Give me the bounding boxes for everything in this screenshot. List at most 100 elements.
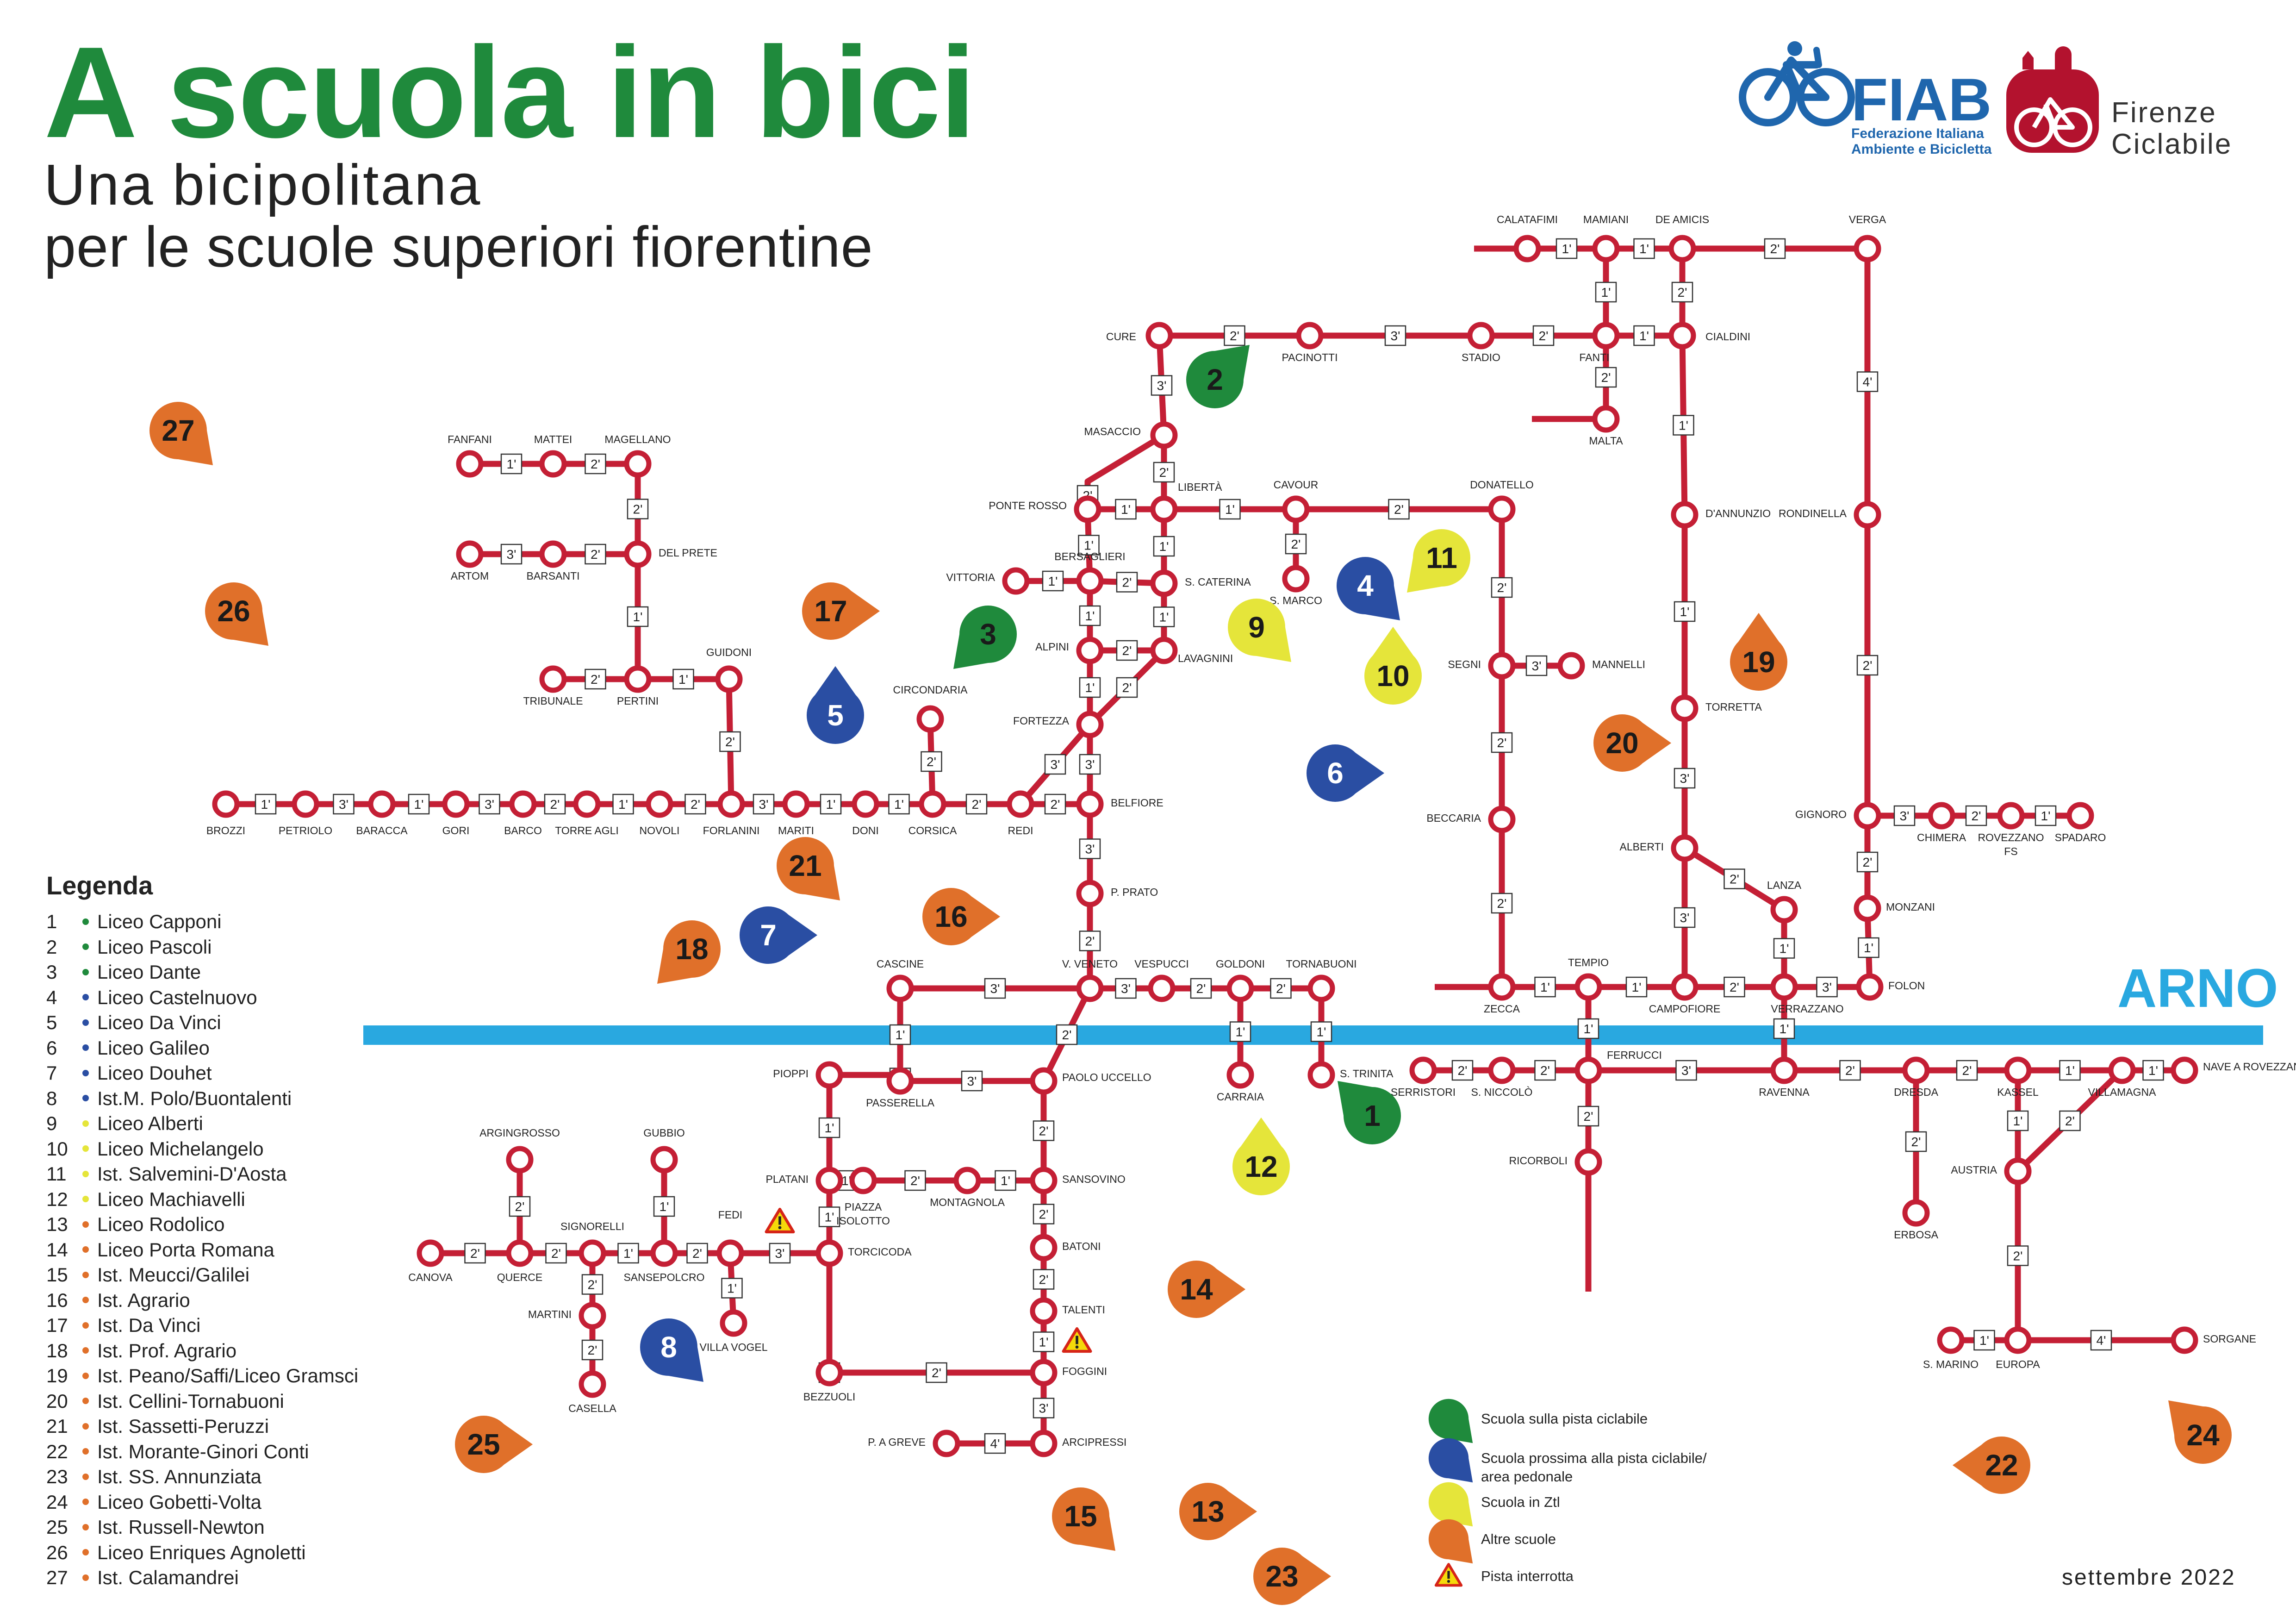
station-vespucci[interactable] [1148, 974, 1176, 1002]
station-dresda[interactable] [1902, 1056, 1930, 1084]
station-mattei[interactable] [539, 450, 567, 478]
station-erbosa[interactable] [1902, 1199, 1930, 1227]
school-pin-18[interactable]: 18 [657, 920, 721, 984]
school-pin-27[interactable]: 27 [149, 402, 213, 465]
station-barco[interactable] [509, 790, 537, 818]
station-malta[interactable] [1592, 405, 1620, 433]
station-ferrucci[interactable] [1574, 1056, 1602, 1084]
station-arcipressi[interactable] [1030, 1430, 1058, 1457]
station-smarco[interactable] [1282, 565, 1310, 593]
station-chimera[interactable] [1928, 802, 1955, 830]
station-mannelli[interactable] [1557, 652, 1585, 680]
station-paolouccello[interactable] [1030, 1067, 1058, 1095]
station-folon[interactable] [1856, 973, 1884, 1001]
school-pin-21[interactable]: 21 [777, 837, 840, 900]
station-pacinotti[interactable] [1296, 322, 1324, 350]
station-masaccio[interactable] [1150, 421, 1178, 449]
station-tornabuoni[interactable] [1307, 974, 1335, 1002]
station-corsica[interactable] [919, 790, 946, 818]
station-spadaro[interactable] [2066, 802, 2094, 830]
station-segni[interactable] [1488, 652, 1516, 680]
station-petriolo[interactable] [292, 790, 319, 818]
station-magellano[interactable] [624, 450, 652, 478]
station-cure[interactable] [1145, 322, 1173, 350]
school-pin-1[interactable]: 1 [1338, 1081, 1401, 1144]
station-torreagli[interactable] [573, 790, 601, 818]
station-smarino[interactable] [1937, 1326, 1965, 1354]
station-alberti[interactable] [1671, 834, 1699, 862]
station-mamiani[interactable] [1592, 235, 1620, 262]
station-lavagnini[interactable] [1150, 637, 1178, 664]
school-pin-2[interactable]: 2 [1186, 345, 1250, 408]
station-foggini[interactable] [1030, 1359, 1058, 1387]
station-gubbio[interactable] [650, 1146, 678, 1174]
station-europa[interactable] [2004, 1326, 2032, 1354]
station-bezzuoli[interactable] [815, 1359, 843, 1387]
station-ravenna[interactable] [1770, 1056, 1798, 1084]
school-pin-8[interactable]: 8 [640, 1318, 703, 1382]
station-pagreve[interactable] [933, 1430, 960, 1457]
school-pin-5[interactable]: 5 [790, 666, 880, 756]
station-verga[interactable] [1854, 235, 1881, 262]
school-pin-23[interactable]: 23 [1241, 1531, 1332, 1621]
station-scaterina[interactable] [1150, 569, 1178, 597]
station-forlanini[interactable] [717, 790, 745, 818]
school-pin-14[interactable]: 14 [1156, 1244, 1246, 1334]
school-pin-20[interactable]: 20 [1581, 698, 1672, 788]
school-pin-9[interactable]: 9 [1228, 599, 1291, 662]
station-rovezzanofs[interactable] [1997, 802, 2025, 830]
station-talenti[interactable] [1030, 1297, 1058, 1325]
station-tribunale[interactable] [539, 665, 567, 693]
station-cialdini[interactable] [1668, 322, 1696, 350]
station-pprato[interactable] [1076, 880, 1104, 907]
station-piazzaisolotto[interactable] [849, 1167, 877, 1194]
station-delprete[interactable] [624, 540, 652, 568]
school-pin-25[interactable]: 25 [443, 1399, 533, 1489]
station-liberta[interactable] [1150, 495, 1178, 523]
station-calatafimi[interactable] [1513, 235, 1541, 262]
station-strinita[interactable] [1307, 1061, 1335, 1089]
station-guidoni[interactable] [715, 665, 743, 693]
station-sansovino[interactable] [1030, 1167, 1058, 1194]
station-donatello[interactable] [1488, 495, 1516, 523]
station-brozzi[interactable] [212, 790, 240, 818]
station-fanti[interactable] [1592, 322, 1620, 350]
station-zecca[interactable] [1488, 973, 1516, 1001]
station-pertini[interactable] [624, 665, 652, 693]
station-lanza[interactable] [1770, 896, 1798, 924]
station-naverovezzano[interactable] [2171, 1056, 2198, 1084]
school-pin-6[interactable]: 6 [1294, 728, 1385, 818]
station-pioppi[interactable] [815, 1061, 843, 1089]
station-stadio[interactable] [1467, 322, 1495, 350]
station-deamicis[interactable] [1668, 235, 1696, 262]
station-montagnola[interactable] [953, 1167, 981, 1194]
station-serristori[interactable] [1409, 1056, 1437, 1084]
school-pin-15[interactable]: 15 [1052, 1487, 1115, 1551]
station-redi[interactable] [1007, 790, 1034, 818]
station-carraia[interactable] [1226, 1061, 1254, 1089]
station-verrazzano[interactable] [1770, 973, 1798, 1001]
station-quercE[interactable] [506, 1239, 534, 1267]
school-pin-24[interactable]: 24 [2168, 1400, 2232, 1464]
station-gignoro[interactable] [1854, 802, 1881, 830]
station-fortezza[interactable] [1076, 711, 1104, 738]
station-ponterosso[interactable] [1074, 495, 1101, 523]
station-bersaglieri[interactable] [1076, 567, 1104, 595]
station-monzani[interactable] [1854, 894, 1881, 922]
school-pin-10[interactable]: 10 [1348, 626, 1438, 717]
station-campofiore[interactable] [1671, 973, 1699, 1001]
station-belfiore[interactable] [1076, 790, 1104, 818]
station-kassel[interactable] [2004, 1056, 2032, 1084]
station-passerella[interactable] [886, 1067, 914, 1095]
station-baracca[interactable] [368, 790, 396, 818]
station-alpini[interactable] [1076, 637, 1104, 664]
station-argingrosso[interactable] [506, 1146, 534, 1174]
station-mariti[interactable] [782, 790, 810, 818]
station-austria[interactable] [2004, 1157, 2032, 1185]
station-cascine[interactable] [886, 974, 914, 1002]
station-villamagna[interactable] [2108, 1056, 2136, 1084]
station-barsanti[interactable] [539, 540, 567, 568]
school-pin-3[interactable]: 3 [953, 606, 1017, 669]
station-gori[interactable] [442, 790, 470, 818]
school-pin-12[interactable]: 12 [1216, 1117, 1306, 1207]
